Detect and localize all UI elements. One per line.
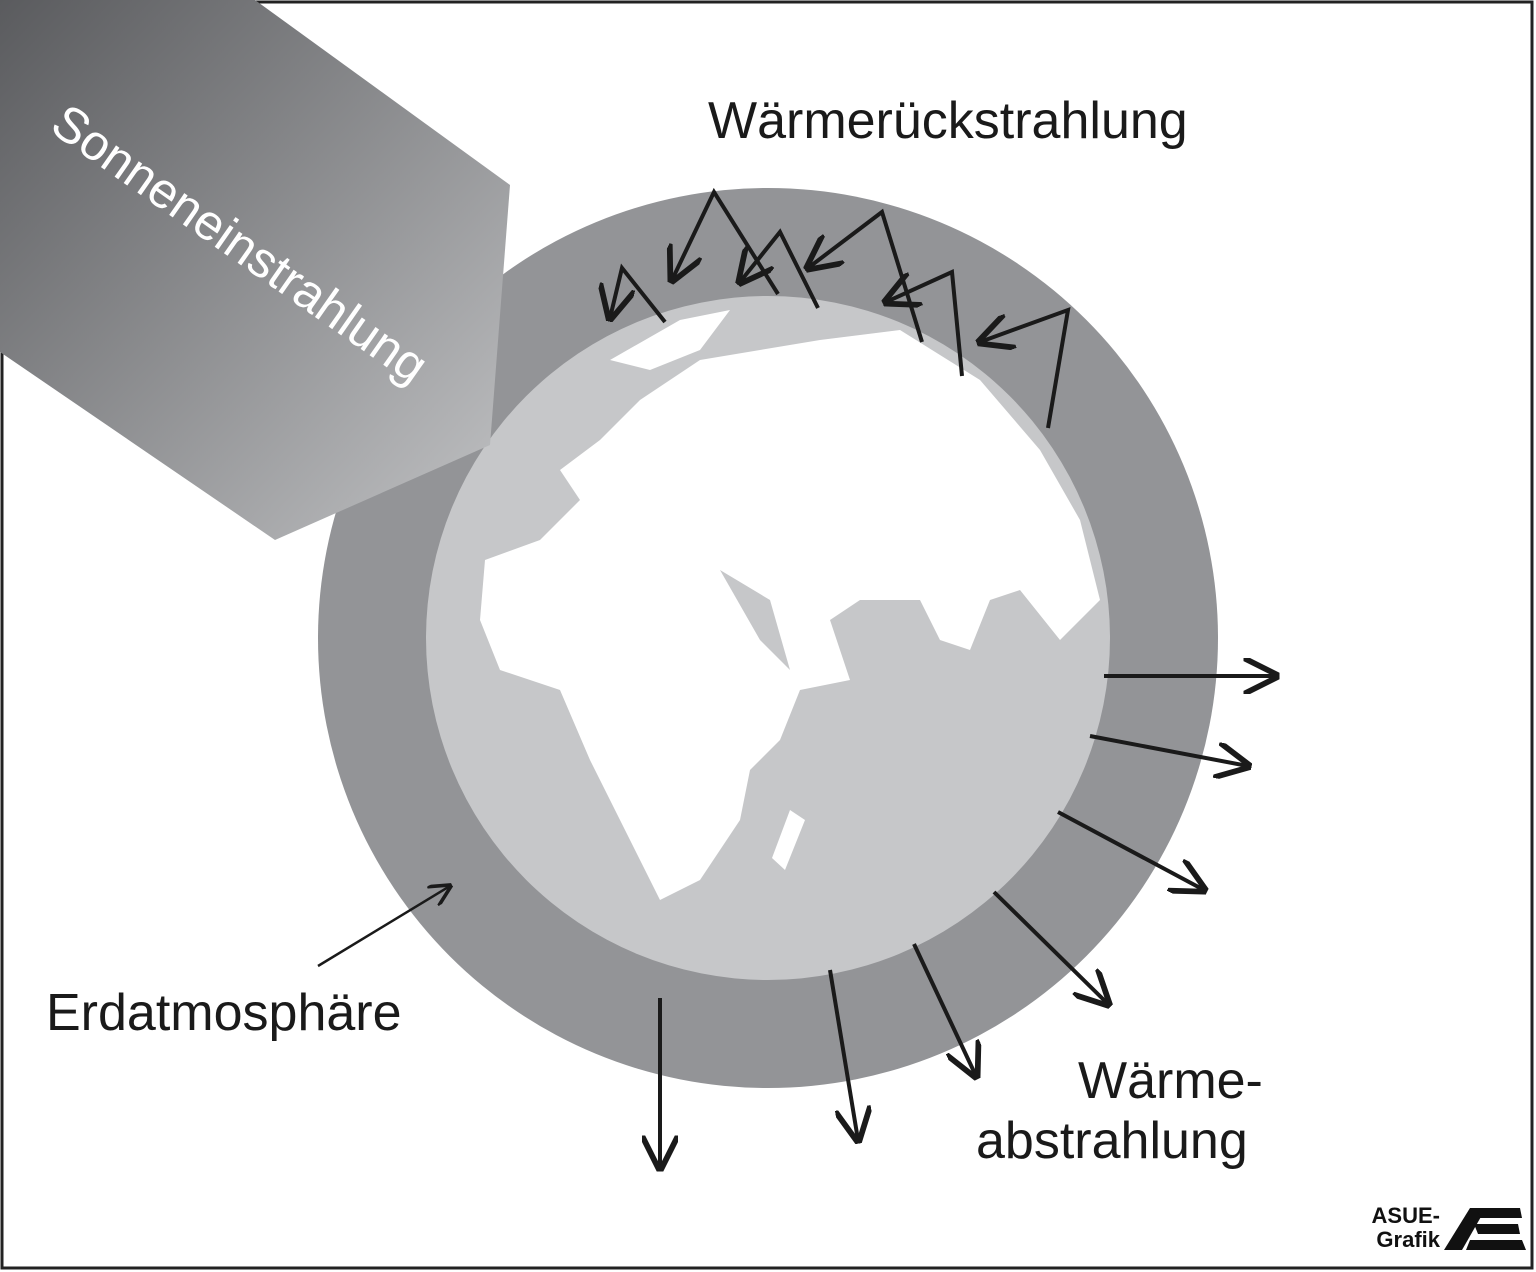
- atmosphere-pointer: [317, 886, 450, 968]
- sun-beam: [0, 0, 510, 540]
- outgoing-arrows: [660, 676, 1276, 1168]
- atmosphere-label: Erdatmosphäre: [46, 984, 402, 1042]
- red-sea-gap: [720, 570, 790, 670]
- logo-line-2: Grafik: [1376, 1227, 1440, 1252]
- logo-mark: [1444, 1208, 1526, 1250]
- madagascar: [772, 810, 805, 870]
- out-arrow: [1057, 810, 1204, 890]
- logo-text: ASUE- Grafik: [1352, 1204, 1440, 1252]
- back-arrow: [886, 269, 964, 377]
- back-arrow: [610, 263, 667, 322]
- logo-line-1: ASUE-: [1371, 1203, 1440, 1228]
- back-radiation-label: Wärmerückstrahlung: [708, 92, 1188, 150]
- out-arrow: [992, 890, 1108, 1004]
- out-arrow: [1089, 734, 1248, 766]
- back-arrow: [980, 306, 1071, 429]
- back-radiation-arrows: [610, 187, 1071, 429]
- outgoing-label-1: Wärme-: [1078, 1052, 1263, 1110]
- out-arrow: [828, 969, 858, 1140]
- scandinavia: [610, 310, 730, 370]
- back-arrow: [740, 228, 820, 309]
- outgoing-label-2: abstrahlung: [976, 1112, 1248, 1170]
- continents: [480, 310, 1100, 900]
- africa-europe-asia: [480, 330, 1100, 900]
- out-arrow: [912, 943, 976, 1076]
